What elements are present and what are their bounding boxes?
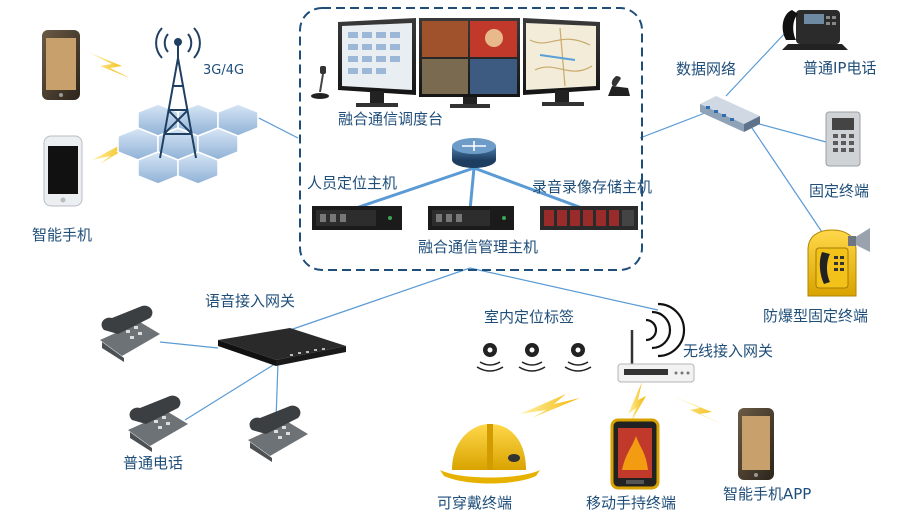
desk-phone-icon: [608, 76, 630, 96]
label-management-host: 融合通信管理主机: [418, 238, 539, 256]
server-rack-location: [312, 206, 402, 230]
label-explosion-proof-terminal: 防爆型固定终端: [763, 307, 869, 325]
fixed-terminal-icon: [825, 111, 861, 167]
analog-phone-icon: [128, 395, 188, 452]
location-tag-icon: [476, 343, 504, 372]
microphone-icon: [311, 66, 329, 99]
label-3g4g: 3G/4G: [203, 63, 245, 78]
label-dispatch-console: 融合通信调度台: [338, 110, 444, 128]
speaker-horn-icon: [848, 228, 870, 252]
explosion-proof-terminal-icon: [807, 229, 857, 297]
lan-lines: [355, 166, 583, 211]
router-icon: [452, 138, 496, 168]
lightning-bolt-icon: [672, 396, 722, 424]
label-indoor-location-tag: 室内定位标签: [484, 308, 575, 326]
wireless-gateway-device-icon: [617, 330, 695, 383]
ip-phone-icon: [782, 10, 848, 50]
connection-lines: [159, 31, 827, 421]
label-data-network: 数据网络: [676, 60, 737, 78]
server-rack-storage: [540, 206, 638, 230]
label-smartphone-app: 智能手机APP: [723, 485, 812, 503]
smartphone-app-icon: [738, 408, 774, 480]
label-recording-storage-host: 录音录像存储主机: [532, 178, 653, 196]
label-personnel-location-host: 人员定位主机: [307, 174, 398, 192]
signal-waves-icon: [155, 27, 201, 59]
analog-phone-icon: [100, 305, 160, 362]
voice-gateway-device-icon: [218, 328, 346, 366]
label-normal-phone: 普通电话: [123, 454, 184, 472]
label-smartphone: 智能手机: [32, 226, 93, 244]
monitor-wall: [338, 18, 600, 108]
safety-helmet-icon: [440, 424, 540, 484]
lightning-bolt-icon: [520, 394, 580, 418]
cellular-hex-grid: [117, 103, 259, 185]
network-switch-icon: [700, 96, 760, 132]
smartphone-bottom-icon: [43, 135, 83, 207]
server-rack-management: [428, 206, 514, 230]
wifi-signal-icon: [645, 302, 686, 358]
control-center-frame: [299, 7, 643, 271]
location-tag-icon: [518, 343, 546, 372]
label-handheld-terminal: 移动手持终端: [586, 494, 677, 512]
analog-phone-icon: [248, 405, 308, 462]
smartphone-top-icon: [42, 30, 80, 100]
lightning-bolt-icon: [628, 382, 646, 424]
handheld-terminal-icon: [610, 418, 660, 490]
label-wireless-gateway: 无线接入网关: [683, 342, 774, 360]
label-ip-phone: 普通IP电话: [803, 59, 877, 77]
label-fixed-terminal: 固定终端: [809, 182, 870, 200]
lightning-bolt-icon: [88, 52, 130, 78]
label-voice-gateway: 语音接入网关: [205, 292, 296, 310]
location-tag-icon: [564, 343, 592, 372]
cell-tower-icon: [159, 38, 197, 159]
label-wearable-terminal: 可穿戴终端: [437, 494, 513, 512]
